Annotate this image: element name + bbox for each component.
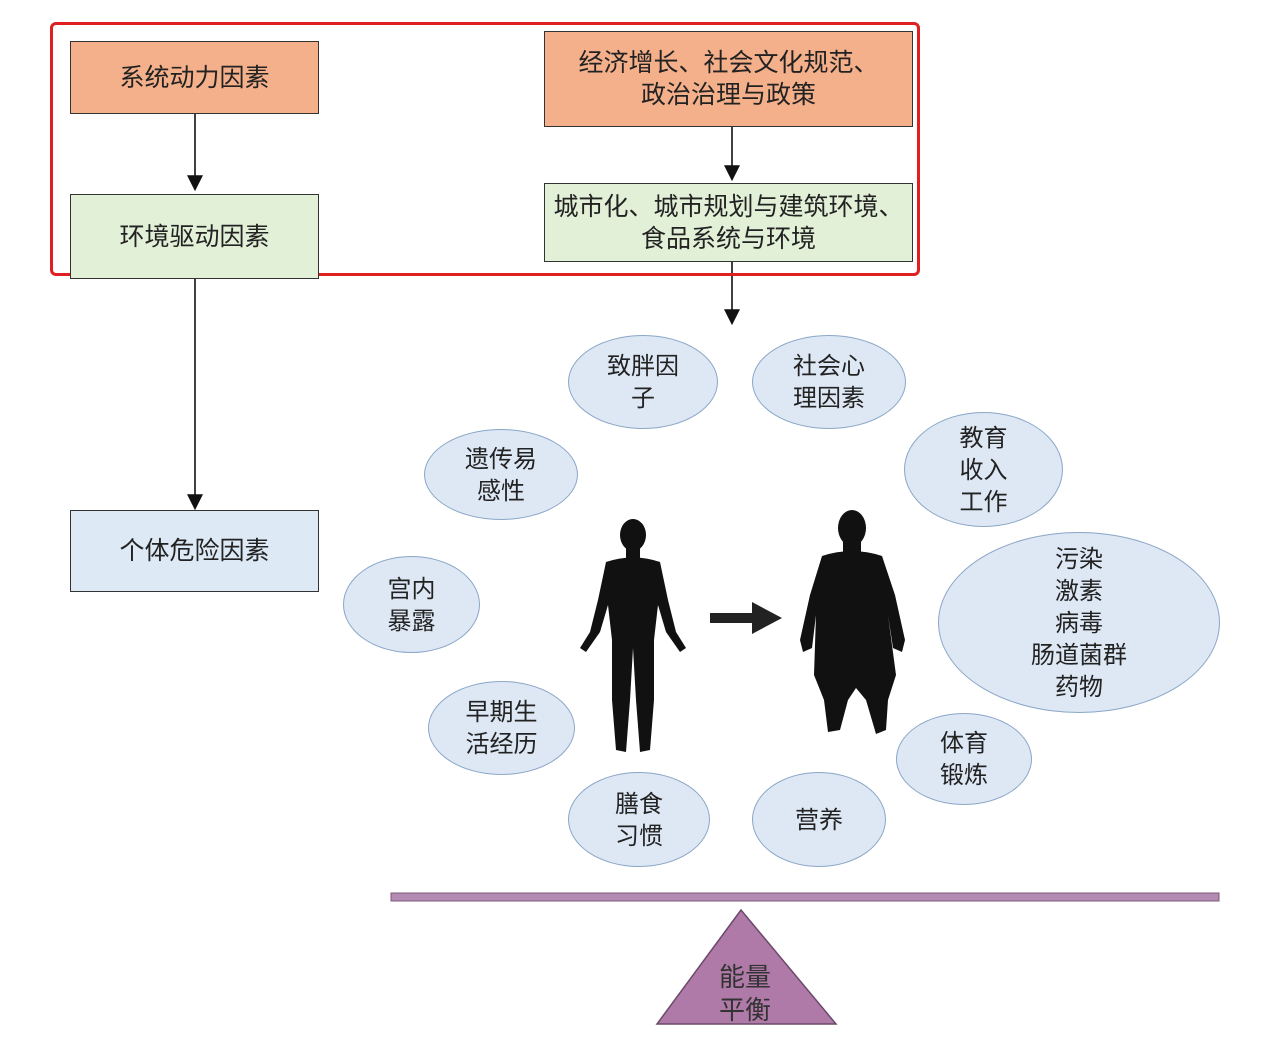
ellipse-line: 习惯 [615,821,663,850]
balance-fulcrum [655,908,838,1025]
lean-person-icon [580,519,686,752]
ellipse-line: 工作 [959,487,1008,516]
ellipse-line: 致胖因 [607,352,679,380]
intrauterine-exposure-ellipse: 宫内 暴露 [343,556,480,653]
ellipse-line: 收入 [959,455,1008,484]
urbanization-food-system-box: 城市化、城市规划与建筑环境、 食品系统与环境 [544,183,913,262]
early-life-ellipse: 早期生 活经历 [428,681,575,775]
transition-arrow-icon [710,602,782,634]
systemic-factors-box: 系统动力因素 [70,41,319,114]
individual-risk-factors-label: 个体危险因素 [119,536,270,565]
ellipse-line: 膳食 [615,789,663,818]
environmental-factors-box: 环境驱动因素 [70,194,319,279]
ellipse-line: 体育 [940,729,988,757]
highlight-frame [50,22,920,276]
balance-line: 平衡 [718,996,771,1026]
ellipse-line: 子 [631,384,655,412]
ellipse-line: 污染 [1055,544,1103,573]
economic-social-policy-box: 经济增长、社会文化规范、 政治治理与政策 [544,31,913,127]
obese-person-icon [800,510,905,734]
energy-balance-label: 能量 平衡 [690,962,800,1028]
ellipse-line: 理因素 [793,384,865,412]
individual-risk-factors-box: 个体危险因素 [70,510,319,592]
balance-beam [390,892,1220,902]
economic-social-policy-line1: 经济增长、社会文化规范、 [578,48,879,77]
ellipse-line: 早期生 [465,698,538,726]
urbanization-food-system-line1: 城市化、城市规划与建筑环境、 [553,191,904,221]
physical-exercise-ellipse: 体育 锻炼 [896,713,1032,805]
urbanization-food-system-line2: 食品系统与环境 [640,223,816,253]
pollution-hormones-ellipse: 污染 激素 病毒 肠道菌群 药物 [938,532,1220,713]
ellipse-line: 社会心 [793,352,865,380]
economic-social-policy-line2: 政治治理与政策 [640,80,816,109]
ellipse-line: 感性 [477,476,525,505]
ellipse-line: 暴露 [387,606,436,635]
obesogenic-factor-ellipse: 致胖因 子 [568,335,718,429]
ellipse-line: 活经历 [465,730,538,758]
genetic-susceptibility-ellipse: 遗传易 感性 [424,429,578,520]
balance-line: 能量 [718,963,771,993]
ellipse-line: 宫内 [387,574,436,603]
psychosocial-factor-ellipse: 社会心 理因素 [752,335,906,429]
ellipse-line: 遗传易 [465,444,537,473]
ellipse-line: 肠道菌群 [1031,640,1127,669]
dietary-habits-ellipse: 膳食 习惯 [568,772,710,867]
ellipse-line: 激素 [1055,576,1103,605]
environmental-factors-label: 环境驱动因素 [119,221,270,251]
ellipse-line: 药物 [1055,672,1103,701]
nutrition-ellipse: 营养 [752,772,886,867]
ellipse-line: 营养 [795,805,843,834]
ellipse-line: 病毒 [1055,608,1103,637]
systemic-factors-label: 系统动力因素 [119,62,270,92]
education-income-work-ellipse: 教育 收入 工作 [904,412,1063,527]
ellipse-line: 锻炼 [940,761,988,789]
ellipse-line: 教育 [959,423,1008,452]
